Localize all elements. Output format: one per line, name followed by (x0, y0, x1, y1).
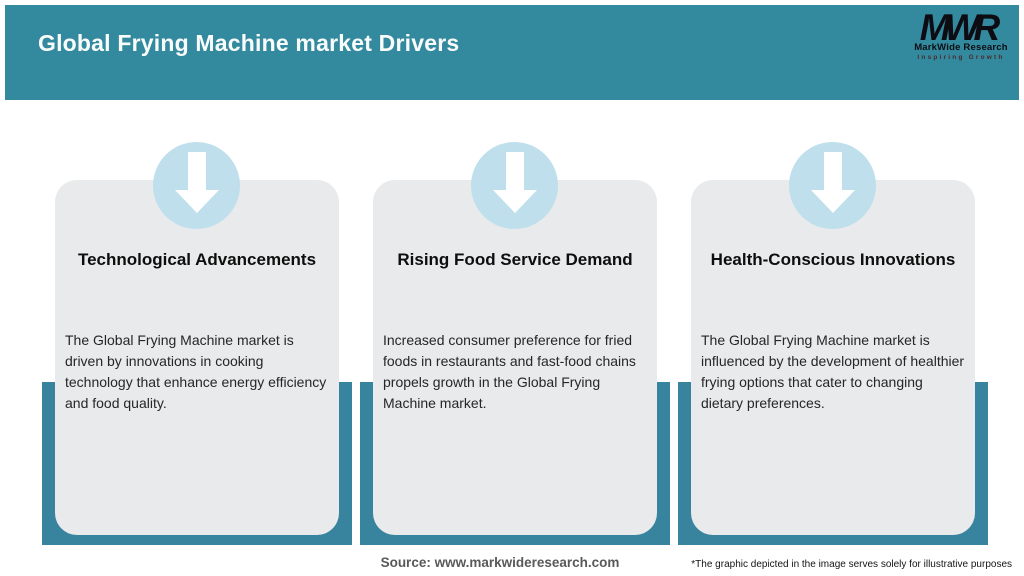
down-arrow-icon (789, 142, 876, 229)
card-description: Increased consumer preference for fried … (383, 332, 636, 411)
driver-card: Health-Conscious Innovations The Global … (691, 180, 975, 535)
card-description: The Global Frying Machine market is infl… (701, 332, 965, 411)
driver-card: Technological Advancements The Global Fr… (55, 180, 339, 535)
brand-logo-name: MarkWide Research (914, 42, 1008, 53)
brand-logo-acronym: MWR (919, 7, 1000, 48)
driver-column-3: Health-Conscious Innovations The Global … (678, 0, 988, 576)
brand-logo-tagline: Inspiring Growth (917, 53, 1005, 61)
page-title: Global Frying Machine market Drivers (38, 30, 460, 56)
card-description: The Global Frying Machine market is driv… (65, 332, 327, 411)
card-title: Technological Advancements (77, 250, 317, 269)
card-title: Rising Food Service Demand (397, 250, 633, 269)
driver-column-1: Technological Advancements The Global Fr… (42, 0, 352, 576)
driver-card: Rising Food Service Demand Increased con… (373, 180, 657, 535)
down-arrow-icon (153, 142, 240, 229)
header-bar: Global Frying Machine market Drivers MWR… (5, 5, 1019, 100)
disclaimer-text: *The graphic depicted in the image serve… (691, 559, 1012, 570)
brand-logo: MWR MarkWide Research Inspiring Growth (909, 7, 1013, 61)
driver-column-2: Rising Food Service Demand Increased con… (360, 0, 670, 576)
source-text: Source: www.markwideresearch.com (380, 555, 620, 570)
card-title: Health-Conscious Innovations (710, 250, 956, 269)
down-arrow-icon (471, 142, 558, 229)
